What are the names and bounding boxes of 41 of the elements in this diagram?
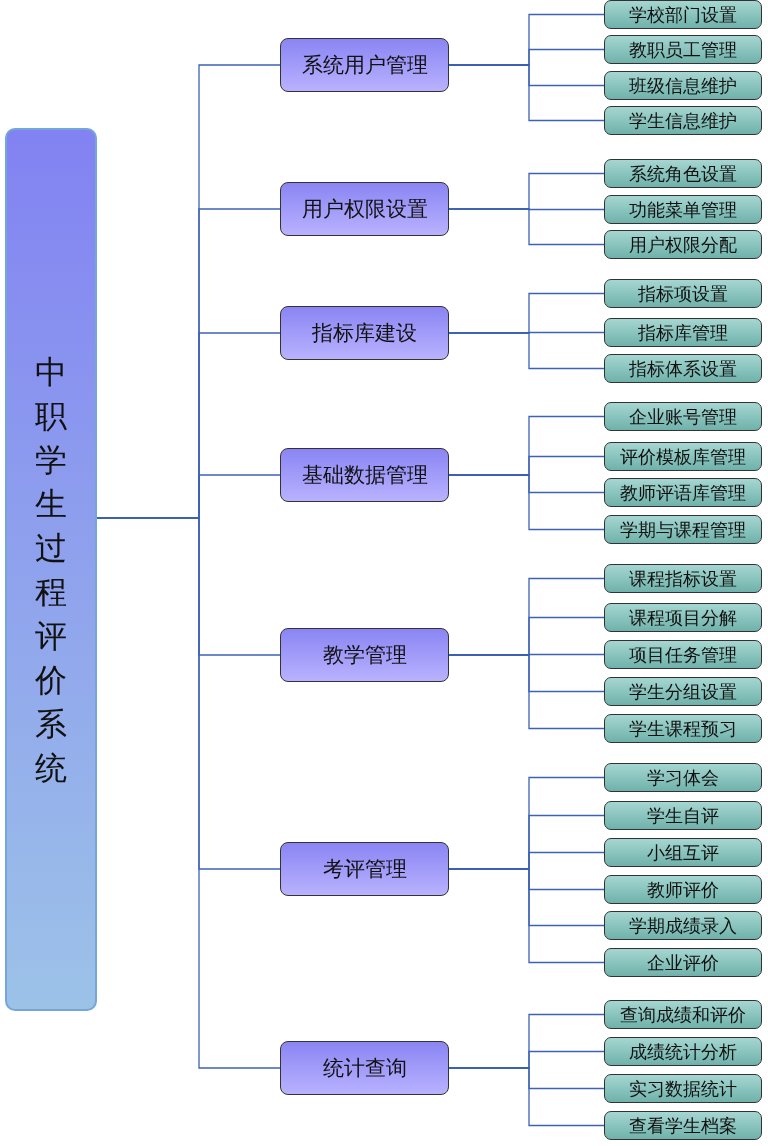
function-box: 学校部门设置 bbox=[604, 0, 762, 29]
function-box: 成绩统计分析 bbox=[604, 1037, 762, 1066]
module-box: 基础数据管理 bbox=[280, 448, 449, 502]
function-box: 评价模板库管理 bbox=[604, 442, 762, 471]
function-box: 小组互评 bbox=[604, 838, 762, 867]
function-box: 学期成绩录入 bbox=[604, 911, 762, 940]
function-box: 班级信息维护 bbox=[604, 71, 762, 100]
function-box: 查看学生档案 bbox=[604, 1111, 762, 1140]
function-box: 指标库管理 bbox=[604, 318, 762, 347]
function-box: 教师评语库管理 bbox=[604, 478, 762, 507]
function-box: 查询成绩和评价 bbox=[604, 1000, 762, 1029]
connector-line bbox=[448, 208, 605, 246]
function-box: 教师评价 bbox=[604, 875, 762, 904]
connector-line bbox=[448, 654, 605, 730]
function-box: 学生自评 bbox=[604, 801, 762, 830]
function-box: 用户权限分配 bbox=[604, 230, 762, 259]
module-box: 系统用户管理 bbox=[280, 38, 449, 92]
function-box: 系统角色设置 bbox=[604, 159, 762, 188]
connector-line bbox=[448, 64, 605, 122]
module-box: 用户权限设置 bbox=[280, 182, 449, 236]
function-box: 企业评价 bbox=[604, 948, 762, 977]
module-box: 教学管理 bbox=[280, 628, 449, 682]
module-box: 考评管理 bbox=[280, 842, 449, 896]
function-box: 学习体会 bbox=[604, 763, 762, 792]
function-box: 课程指标设置 bbox=[604, 564, 762, 593]
function-box: 课程项目分解 bbox=[604, 603, 762, 632]
function-box: 学生分组设置 bbox=[604, 677, 762, 706]
function-box: 学期与课程管理 bbox=[604, 515, 762, 544]
function-box: 指标体系设置 bbox=[604, 354, 762, 383]
function-box: 实习数据统计 bbox=[604, 1074, 762, 1103]
module-box: 指标库建设 bbox=[280, 306, 449, 360]
function-box: 企业账号管理 bbox=[604, 402, 762, 431]
function-box: 学生课程预习 bbox=[604, 714, 762, 743]
function-box: 教职员工管理 bbox=[604, 35, 762, 64]
function-box: 项目任务管理 bbox=[604, 640, 762, 669]
module-box: 统计查询 bbox=[280, 1041, 449, 1095]
root-box: 中职学生过程评价系统 bbox=[5, 128, 97, 1011]
connector-line bbox=[448, 332, 605, 370]
function-box: 指标项设置 bbox=[604, 279, 762, 308]
function-box: 学生信息维护 bbox=[604, 106, 762, 135]
function-box: 功能菜单管理 bbox=[604, 195, 762, 224]
